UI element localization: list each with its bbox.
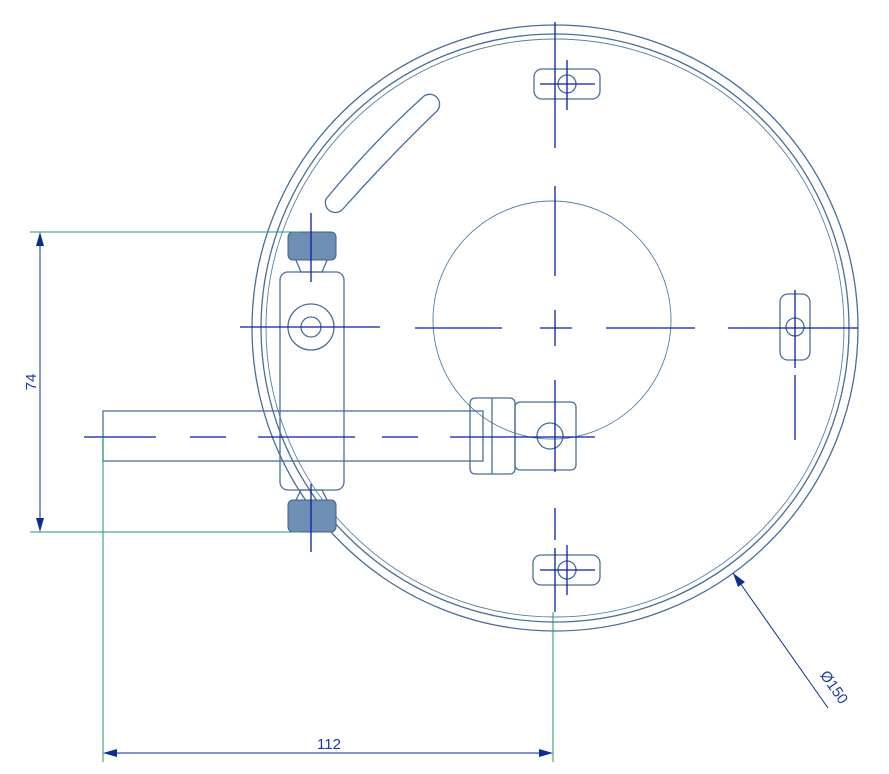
thumb-screw-bottom: [287, 489, 337, 533]
height-dimension: 74: [23, 231, 300, 533]
clamp-block: [279, 271, 345, 491]
center-aperture: [432, 200, 672, 440]
rod-end-fitting: [469, 397, 577, 475]
diameter-dimension: Ø150: [732, 572, 851, 709]
width-dimension: 112: [102, 437, 554, 762]
thumb-screw-top: [287, 231, 337, 273]
height-dimension-label: 74: [23, 374, 40, 391]
center-lines: [84, 22, 858, 612]
curved-slot: [324, 93, 441, 214]
width-dimension-label: 112: [317, 736, 341, 753]
horizontal-rod: [102, 410, 484, 462]
diameter-dimension-label: Ø150: [816, 668, 851, 708]
